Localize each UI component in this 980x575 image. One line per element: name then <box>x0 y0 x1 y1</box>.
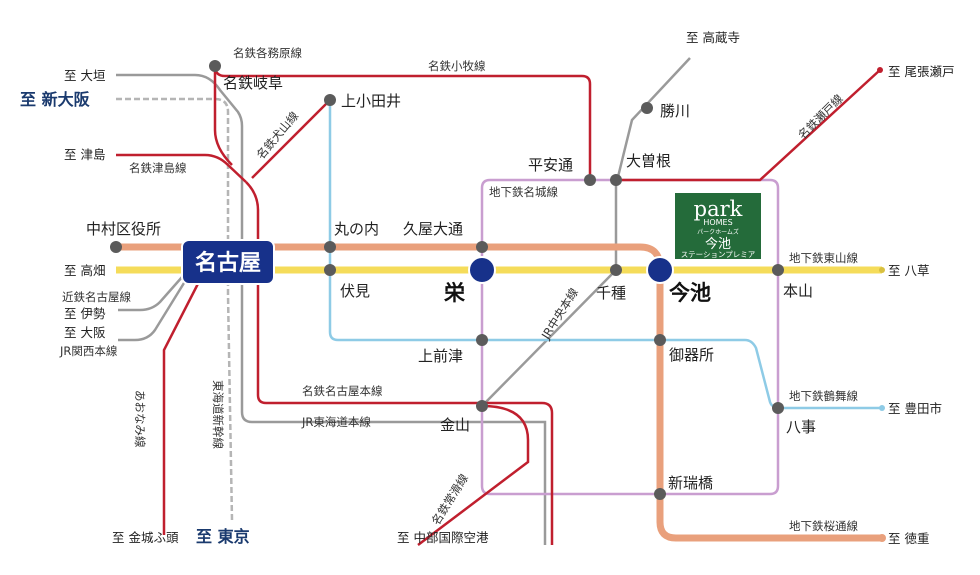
line-label-meitetsu-tsushima: 名鉄津島線 <box>129 161 187 175</box>
park-homes-name: 今池 <box>705 236 731 252</box>
line-label-aonami: あおなみ線 <box>133 390 147 448</box>
line-label-subway-meijo: 地下鉄名城線 <box>489 185 558 199</box>
park-homes-badge: park HOMES パークホームズ 今池 ステーションプレミア <box>675 193 761 259</box>
dest-chubu-airport: 至 中部国際空港 <box>397 530 489 545</box>
station-dot-meitetsu-gifu[interactable] <box>209 60 221 72</box>
terminal-dot-toyota <box>879 405 885 411</box>
aonami-line <box>162 269 207 535</box>
meitetsu-seto-line <box>616 69 881 182</box>
meitetsu-nagoya-honsen-line <box>245 181 554 545</box>
station-label-hisaya-odori: 久屋大通 <box>403 220 463 238</box>
dest-kozoji: 至 高蔵寺 <box>686 30 740 45</box>
station-label-shinmizuhashi: 新瑞橋 <box>668 474 713 492</box>
station-label-chikusa: 千種 <box>596 284 626 302</box>
dest-toyota: 至 豊田市 <box>888 401 942 416</box>
dest-tokyo: 至 東京 <box>196 527 250 546</box>
park-homes-tagline: ステーションプレミア <box>681 250 756 259</box>
dest-ogaki: 至 大垣 <box>64 68 105 83</box>
station-dot-motoyama[interactable] <box>772 264 784 276</box>
station-dot-nakamura-kuyakusho[interactable] <box>110 241 122 253</box>
station-dot-yagoto[interactable] <box>772 402 784 414</box>
station-label-motoyama: 本山 <box>783 282 813 300</box>
station-label-kamiotai: 上小田井 <box>341 92 401 110</box>
station-dot-fushimi[interactable] <box>324 264 336 276</box>
station-label-gokiso: 御器所 <box>669 346 714 364</box>
terminal-dot-tokushige <box>878 534 886 542</box>
dest-owari-seto: 至 尾張瀬戸 <box>888 64 954 79</box>
dest-ise: 至 伊勢 <box>64 306 106 321</box>
dest-yagusa: 至 八草 <box>888 263 929 278</box>
station-label-marunouchi: 丸の内 <box>334 220 379 238</box>
line-label-subway-higashiyama: 地下鉄東山線 <box>789 251 858 265</box>
station-dot-kamiotai[interactable] <box>324 94 336 106</box>
station-label-kamimaezu: 上前津 <box>418 347 463 365</box>
nagoya-label: 名古屋 <box>195 250 261 276</box>
dest-shin-osaka: 至 新大阪 <box>20 90 91 109</box>
terminal-dot-yagusa <box>879 267 885 273</box>
line-label-jr-chuo: JR中央本線 <box>538 285 581 342</box>
station-dot-kanayama[interactable] <box>476 400 488 412</box>
kintetsu-line <box>118 267 191 312</box>
station-dot-heian-dori[interactable] <box>584 174 596 186</box>
station-label-imaike: 今池 <box>669 281 711 305</box>
station-label-yagoto: 八事 <box>786 418 816 436</box>
line-label-subway-tsurumai: 地下鉄鶴舞線 <box>789 389 858 403</box>
station-label-sakae: 栄 <box>443 281 466 305</box>
station-dot-chikusa[interactable] <box>610 264 622 276</box>
station-label-kanayama: 金山 <box>440 416 470 434</box>
line-label-subway-sakuradori: 地下鉄桜通線 <box>789 519 858 533</box>
station-dot-katsukawa[interactable] <box>641 102 653 114</box>
dest-osaka: 至 大阪 <box>64 325 106 340</box>
line-label-meitetsu-tokoname: 名鉄常滑線 <box>429 471 472 528</box>
line-label-meitetsu-kakamigahara: 名鉄各務原線 <box>233 46 302 60</box>
line-label-meitetsu-seto: 名鉄瀬戸線 <box>795 91 846 142</box>
jr-kansai-line <box>118 269 194 342</box>
dest-tokushige: 至 徳重 <box>888 531 929 546</box>
station-label-nakamura-kuyakusho: 中村区役所 <box>86 220 161 238</box>
meitetsu-kakamigahara-line <box>213 66 233 166</box>
station-dot-sakae[interactable] <box>468 256 496 284</box>
park-homes-brand-sub: HOMES <box>703 218 732 227</box>
line-label-jr-kansai: JR関西本線 <box>59 344 118 358</box>
station-label-meitetsu-gifu: 名鉄岐阜 <box>223 74 283 92</box>
station-dot-shinmizuhashi[interactable] <box>654 488 666 500</box>
station-dot-marunouchi[interactable] <box>324 241 336 253</box>
line-label-tokaido-shinkansen: 東海道新幹線 <box>211 380 225 449</box>
station-dot-ozone[interactable] <box>610 174 622 186</box>
dest-kinjofuto: 至 金城ふ頭 <box>112 530 179 545</box>
station-label-katsukawa: 勝川 <box>660 102 690 120</box>
dest-takabata: 至 高畑 <box>64 263 105 278</box>
line-label-meitetsu-komaki: 名鉄小牧線 <box>428 59 486 73</box>
line-label-kintetsu-nagoya: 近鉄名古屋線 <box>62 290 131 304</box>
meitetsu-tsushima-line <box>116 153 247 183</box>
station-dot-kamimaezu[interactable] <box>476 334 488 346</box>
meitetsu-inuyama-line <box>251 99 331 179</box>
station-dot-imaike[interactable] <box>646 256 674 284</box>
station-label-ozone: 大曽根 <box>626 152 671 170</box>
park-homes-kana: パークホームズ <box>697 228 739 236</box>
station-dot-gokiso[interactable] <box>654 334 666 346</box>
station-label-heian-dori: 平安通 <box>528 156 573 174</box>
jr-tokaido-line <box>116 73 547 545</box>
nagoya-hub[interactable]: 名古屋 <box>181 239 275 285</box>
line-label-jr-tokaido: JR東海道本線 <box>301 415 371 429</box>
station-label-fushimi: 伏見 <box>340 282 370 300</box>
dest-tsushima: 至 津島 <box>64 147 105 162</box>
meitetsu-tokoname-line <box>417 404 530 546</box>
terminal-dot-owari-seto <box>877 67 883 73</box>
station-dot-hisaya-odori[interactable] <box>476 241 488 253</box>
line-label-meitetsu-nagoya-honsen: 名鉄名古屋本線 <box>302 384 383 398</box>
park-homes-brand: park <box>694 197 743 221</box>
